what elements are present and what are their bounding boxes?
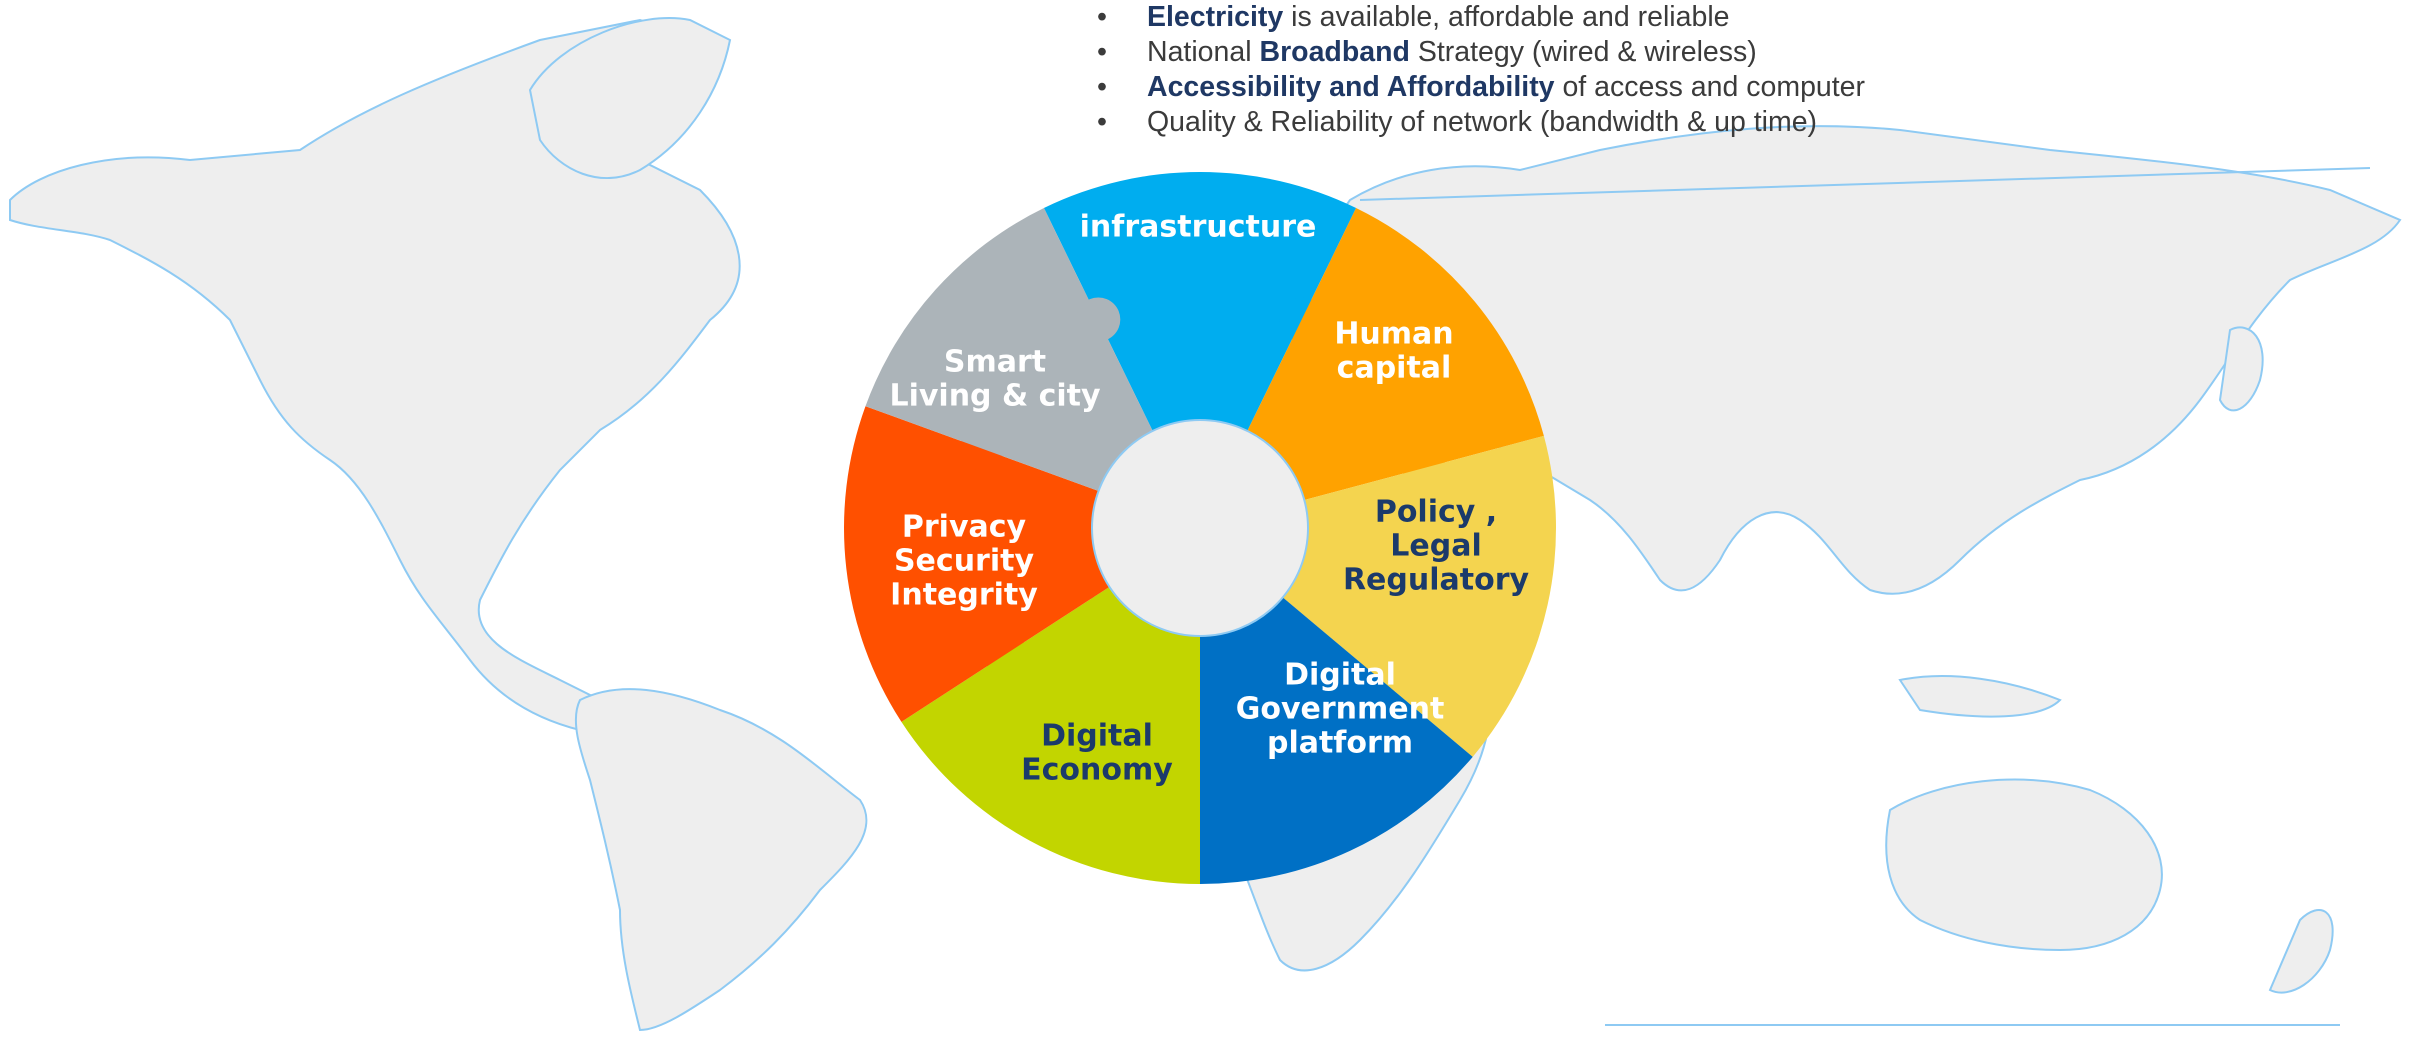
continent-south-america [574, 688, 868, 1032]
puzzle-knob [1076, 297, 1121, 342]
wheel-segment [865, 208, 1153, 492]
wheel-segment [901, 586, 1200, 884]
continent-north-america [9, 18, 741, 734]
bullet-quality: • Quality & Reliability of network (band… [1097, 106, 1818, 138]
bullet-marker: • [1097, 36, 1107, 68]
bullet-broadband: • National Broadband Strategy (wired & w… [1097, 36, 1757, 68]
island-indonesia [1898, 675, 2062, 718]
island-new-zealand [2268, 909, 2334, 994]
continent-greenland [528, 17, 732, 179]
wheel-segment [1282, 435, 1556, 757]
bullet-marker: • [1097, 106, 1107, 138]
segment-label-line: Human [1334, 317, 1453, 352]
segment-label-line: Integrity [890, 578, 1038, 613]
wheel-segment [844, 406, 1110, 722]
decorative-line-top [1359, 167, 2371, 201]
wheel-segment [1247, 208, 1544, 501]
segment-label-line: Economy [1021, 753, 1173, 788]
segment-label-line: Privacy [902, 510, 1027, 545]
segment-label-line: capital [1337, 351, 1452, 386]
segment-label-line: infrastructure [1080, 210, 1317, 245]
bullet-electricity: • Electricity is available, affordable a… [1097, 1, 1730, 33]
segment-label-line: Government [1236, 692, 1445, 727]
segment-label-line: Living & city [889, 379, 1101, 414]
segment-label-line: platform [1267, 726, 1413, 761]
wheel-center [1091, 419, 1309, 637]
wheel-segment [1043, 171, 1357, 431]
segment-label-line: Digital [1041, 719, 1153, 754]
bullet-marker: • [1097, 1, 1107, 33]
segment-label-line: Regulatory [1343, 563, 1530, 598]
segment-label: infrastructure [1080, 210, 1317, 245]
segment-label-line: Policy , [1375, 495, 1497, 530]
island-japan [2218, 326, 2264, 412]
segment-label-line: Legal [1390, 529, 1481, 564]
segment-label-line: Smart [944, 345, 1046, 380]
wheel-segment [1200, 597, 1473, 884]
bullet-accessibility: • Accessibility and Affordability of acc… [1097, 71, 1866, 103]
segment-label-line: Security [894, 544, 1035, 579]
segment-label-line: Digital [1284, 658, 1396, 693]
bullet-marker: • [1097, 71, 1107, 103]
continent-australia [1885, 778, 2163, 952]
requirements-list: • Electricity is available, affordable a… [1097, 0, 1865, 140]
